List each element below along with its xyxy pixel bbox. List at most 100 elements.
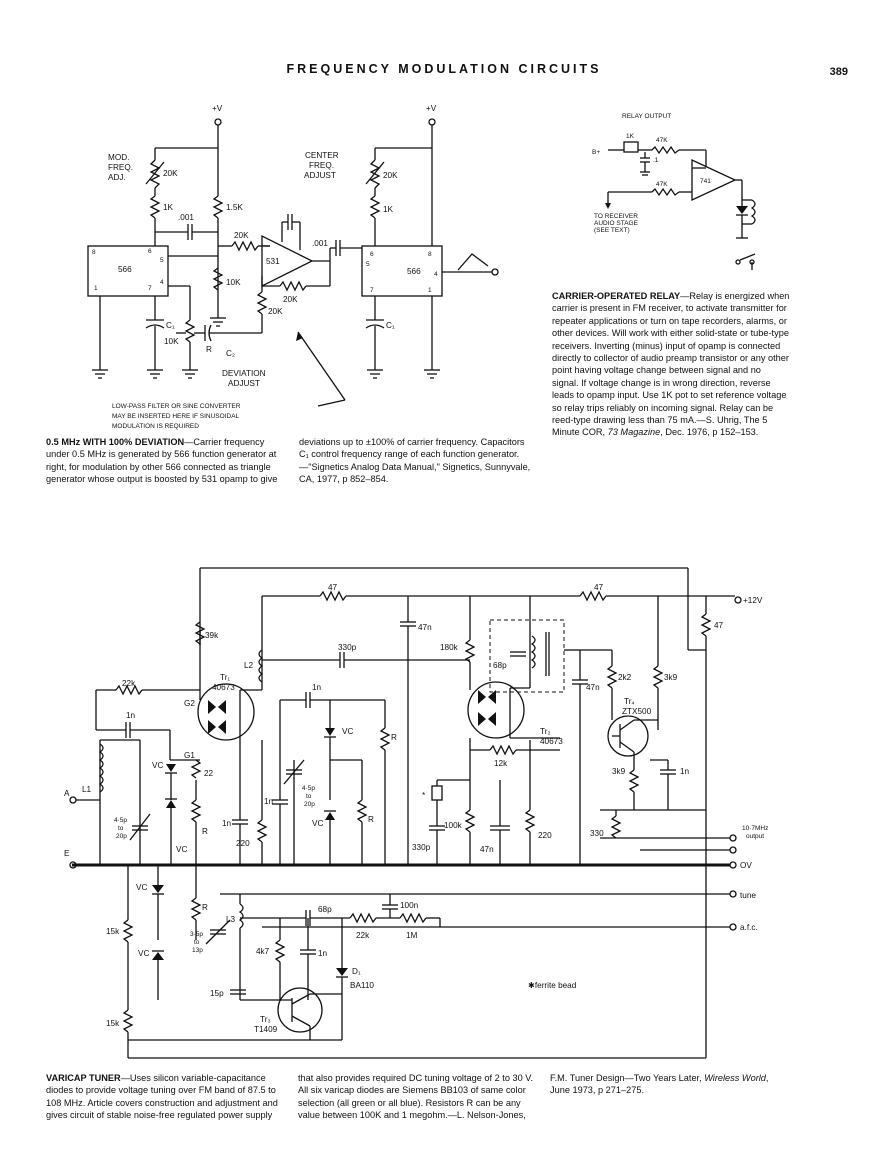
fig3-label: VC (136, 883, 147, 892)
fig3-label: T1409 (254, 1025, 278, 1034)
fig3-label: BA110 (350, 981, 374, 990)
fig3-label: D₁ (352, 967, 361, 976)
fig3-label: L1 (82, 785, 92, 794)
fig1-label: DEVIATION (222, 369, 266, 378)
fig3-caption-body: —Uses silicon variable-capacitance diode… (46, 1073, 705, 1121)
fig1-pin: 5 (366, 261, 370, 268)
fig3-label: 100k (444, 821, 463, 830)
fig3-label: 1n (126, 711, 136, 720)
fig3-label: 47 (594, 583, 604, 592)
fig3-label: 1n (318, 949, 328, 958)
fig1-label: 566 (407, 267, 421, 276)
fig1-note: MAY BE INSERTED HERE IF SINUSOIDAL (112, 413, 240, 420)
fig3-label: R (202, 827, 208, 836)
fig2-label: RELAY OUTPUT (622, 113, 671, 120)
fig1-label: C₁ (386, 321, 395, 330)
fig1-label: +V (426, 104, 437, 113)
fig2-caption-body: —Relay is energized when carrier is pres… (552, 291, 790, 438)
fig3-labels: 47 47 +12V 47 39k 47n 330p 180k 68p L2 T… (64, 583, 768, 1034)
fig3-label: 22 (204, 769, 214, 778)
fig3-label: 15p (210, 989, 224, 998)
fig3-label: 40673 (540, 737, 563, 746)
fig1-pin: 1 (428, 287, 432, 294)
fig3-label: Tr₃ (260, 1015, 271, 1024)
fig3-note: ✱ferrite bead (528, 981, 577, 990)
fig1-caption-title: 0.5 MHz WITH 100% DEVIATION (46, 437, 185, 447)
fig1-label: 20K (163, 169, 178, 178)
fig3-label: VC (138, 949, 149, 958)
fig3-label: 180k (440, 643, 459, 652)
fig3-label: G2 (184, 699, 195, 708)
fig2-labels: RELAY OUTPUT 1K 47K 47K B+ .1 741 TO REC… (592, 113, 711, 234)
fig2-caption-title: CARRIER-OPERATED RELAY (552, 291, 681, 301)
fig1-pin: 4 (434, 271, 438, 278)
fig3-label: 1n (222, 819, 232, 828)
fig3-label: L3 (226, 915, 236, 924)
fig1-schematic (87, 118, 499, 407)
fig3-terminal: E (64, 849, 70, 858)
fig1-label: FREQ. (309, 161, 334, 170)
fig3-output: a.f.c. (740, 923, 758, 932)
fig3-label: Tr₂ (540, 727, 551, 736)
fig2-caption-source: 73 Magazine (607, 427, 661, 438)
fig1-pin: 4 (160, 279, 164, 286)
fig1-label: C₂ (226, 349, 235, 358)
fig1-pin: 8 (428, 251, 432, 258)
fig2-label: 47K (656, 181, 668, 188)
fig2-schematic (605, 141, 756, 270)
fig3-label: 220 (538, 831, 552, 840)
fig2-caption-end: , Dec. 1976, p 152–153. (660, 427, 759, 438)
fig3-caption-source: Wireless World (704, 1073, 766, 1083)
fig3-label: 15k (106, 927, 120, 936)
fig3-output: tune (740, 891, 756, 900)
fig3-caption-end: , June 1973, p 271–275. (550, 1073, 769, 1096)
fig3-label: 220 (236, 839, 250, 848)
fig3-label: VC (152, 761, 163, 770)
fig3-label: 330p (412, 843, 431, 852)
fig2-caption: CARRIER-OPERATED RELAY—Relay is energize… (552, 290, 790, 439)
fig1-label: 566 (118, 265, 132, 274)
fig2-label: B+ (592, 149, 600, 156)
fig1-pin: 1 (94, 285, 98, 292)
fig1-pin: 7 (148, 285, 152, 292)
fig3-label: 22k (122, 679, 136, 688)
fig3-label: 40673 (212, 683, 235, 692)
fig3-label: L2 (244, 661, 254, 670)
fig1-labels: +V +V MOD. FREQ. ADJ. 20K 1K .001 1.5K 2… (92, 104, 438, 430)
fig3-label: +12V (743, 596, 763, 605)
fig3-label: VC (176, 845, 187, 854)
fig3-label: 3·5p (190, 931, 203, 938)
fig3-label: VC (342, 727, 353, 736)
fig1-label: R (206, 345, 212, 354)
fig1-label: ADJUST (304, 171, 336, 180)
fig2-label: 47K (656, 137, 668, 144)
page-number: 389 (829, 66, 848, 78)
fig2-label: 1K (626, 133, 635, 140)
fig2-label: .1 (653, 157, 659, 164)
fig3-label: 3k9 (612, 767, 626, 776)
fig1-label: ADJUST (228, 379, 260, 388)
fig1-label: 20K (383, 171, 398, 180)
fig2-label: (SEE TEXT) (594, 227, 630, 234)
fig3-label: 47n (586, 683, 600, 692)
fig3-label: 12k (494, 759, 508, 768)
fig3-label: 39k (205, 631, 219, 640)
fig3-label: VC (312, 819, 323, 828)
fig3-label: 47 (328, 583, 338, 592)
fig3-label: 13p (192, 947, 203, 954)
fig1-pin: 8 (92, 249, 96, 256)
fig1-label: CENTER (305, 151, 339, 160)
fig3-label: * (422, 791, 426, 800)
fig3-label: 20p (116, 833, 127, 840)
fig3-label: R (391, 733, 397, 742)
fig3-caption: VARICAP TUNER—Uses silicon variable-capa… (46, 1072, 786, 1122)
fig1-label: 20K (234, 231, 249, 240)
fig2-label: 741 (700, 178, 711, 185)
fig1-label: C₁ (166, 321, 175, 330)
fig1-caption: 0.5 MHz WITH 100% DEVIATION—Carrier freq… (46, 436, 536, 508)
fig3-label: 68p (493, 661, 507, 670)
fig1-label: 10K (226, 278, 241, 287)
fig3-label: 47n (418, 623, 432, 632)
fig3-label: 330p (338, 643, 357, 652)
